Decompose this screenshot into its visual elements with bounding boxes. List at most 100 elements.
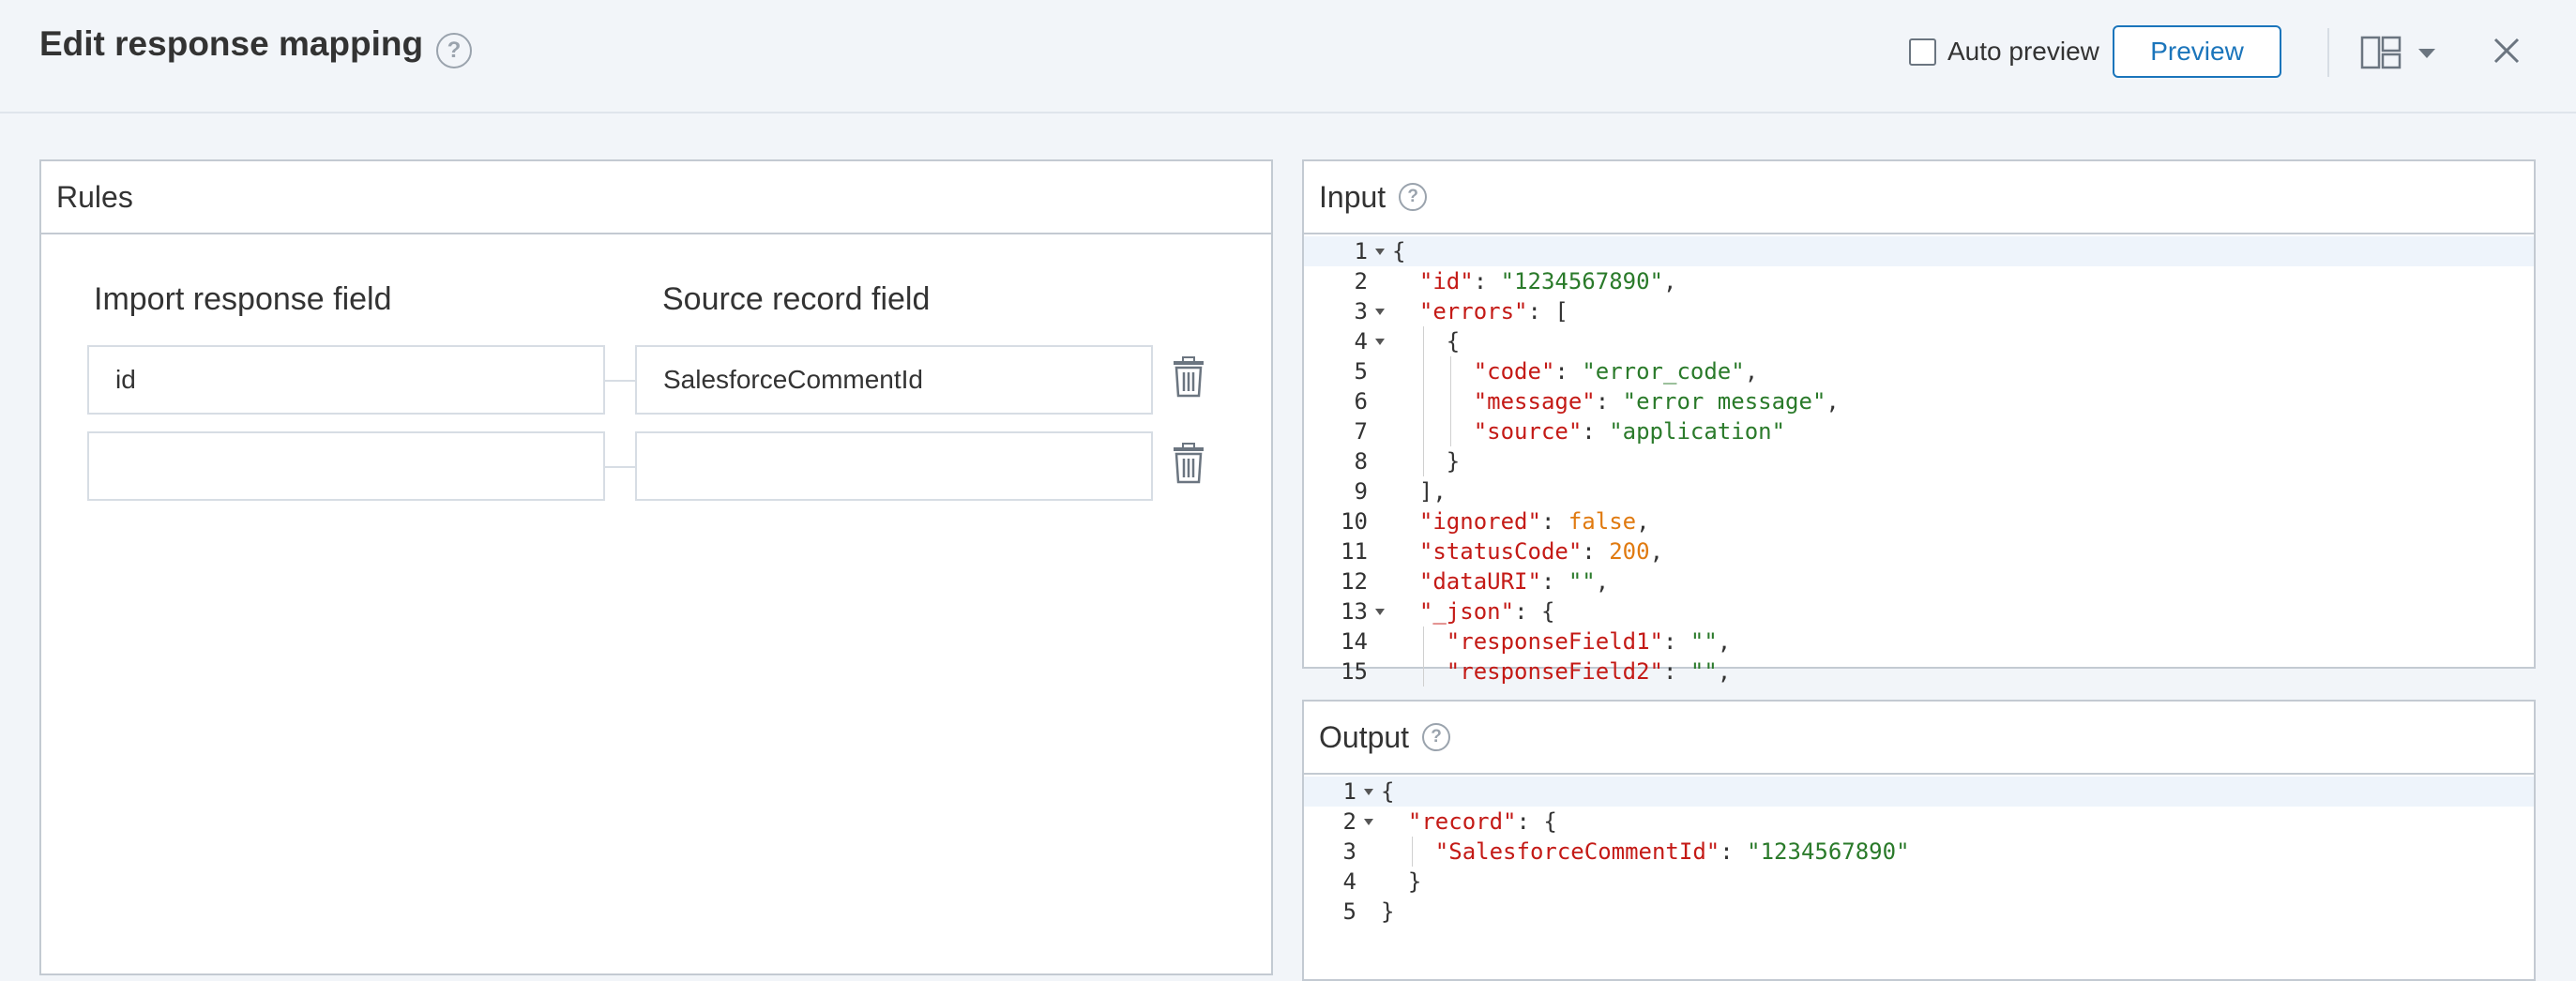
code-line: 9 ], (1304, 476, 2534, 506)
code-text: "record": { (1407, 808, 1557, 835)
preview-button[interactable]: Preview (2113, 25, 2281, 78)
rules-panel-header: Rules (41, 161, 1271, 234)
indent-guide (1422, 416, 1424, 446)
page-title: Edit response mapping (39, 24, 424, 63)
question-circle-icon[interactable]: ? (436, 33, 472, 68)
fold-arrow-icon[interactable] (1375, 339, 1385, 345)
delete-rule-button[interactable] (1172, 443, 1205, 484)
indent-guide (1449, 386, 1451, 416)
line-number: 6 (1354, 388, 1368, 415)
question-circle-icon[interactable]: ? (1422, 723, 1451, 751)
line-number: 15 (1341, 658, 1368, 685)
code-text: } (1381, 898, 1395, 925)
output-code-editor[interactable]: 1 {2 "record": {3 "SalesforceCommentId": … (1304, 777, 2534, 979)
code-text: { (1392, 328, 1461, 355)
layout-selector-button[interactable] (2360, 34, 2445, 71)
input-title: Input (1319, 179, 1386, 214)
code-text: "SalesforceCommentId": "1234567890" (1434, 838, 1910, 865)
code-text: } (1392, 448, 1461, 475)
code-text: "statusCode": 200, (1418, 538, 1664, 565)
indent-guide (1449, 356, 1451, 386)
header-divider (2327, 28, 2329, 77)
line-number: 9 (1354, 478, 1368, 505)
code-text: "id": "1234567890", (1418, 268, 1677, 294)
code-text: "responseField2": "", (1446, 658, 1732, 685)
output-panel: Output ? 1{2 "record": {3 "SalesforceCom… (1302, 700, 2536, 981)
code-line: 14 "responseField1": "", (1304, 626, 2534, 657)
code-text: { (1392, 238, 1406, 264)
code-line: 15 "responseField2": "", (1304, 657, 2534, 687)
line-number: 5 (1354, 358, 1368, 385)
chevron-down-icon (2418, 49, 2435, 58)
line-number: 2 (1354, 268, 1368, 294)
fold-arrow-icon[interactable] (1375, 249, 1385, 255)
code-line: 10 "ignored": false, (1304, 506, 2534, 536)
indent-guide (1411, 837, 1413, 867)
trash-icon (1174, 443, 1204, 484)
code-line: 6 "message": "error message", (1304, 386, 2534, 416)
fold-arrow-icon[interactable] (1364, 789, 1373, 795)
fold-arrow-icon[interactable] (1364, 819, 1373, 825)
line-number: 3 (1354, 298, 1368, 324)
line-number: 13 (1341, 598, 1368, 625)
rules-panel: Rules Import response field Source recor… (39, 159, 1273, 975)
line-number: 12 (1341, 568, 1368, 595)
code-text: "ignored": false, (1418, 508, 1650, 535)
line-number: 1 (1354, 238, 1368, 264)
dialog-header: Edit response mapping ? Auto preview Pre… (0, 0, 2576, 113)
code-text: "code": "error_code", (1473, 358, 1759, 385)
import-field-input[interactable] (87, 431, 605, 501)
code-line: 5 "code": "error_code", (1304, 356, 2534, 386)
fold-arrow-icon[interactable] (1375, 609, 1385, 615)
close-icon (2493, 38, 2520, 64)
indent-guide (1422, 356, 1424, 386)
line-number: 4 (1342, 868, 1356, 895)
indent-guide (1422, 326, 1424, 356)
code-line: 4 { (1304, 326, 2534, 356)
rules-title: Rules (56, 179, 133, 214)
code-line: 2 "record": { (1304, 807, 2534, 837)
auto-preview-checkbox[interactable] (1909, 38, 1936, 66)
code-text: "responseField1": "", (1446, 628, 1732, 655)
delete-rule-button[interactable] (1172, 356, 1205, 398)
code-text: { (1381, 778, 1395, 805)
mapping-connector (605, 380, 637, 382)
fold-arrow-icon[interactable] (1375, 309, 1385, 315)
auto-preview-toggle[interactable]: Auto preview (1909, 34, 2099, 69)
input-code-editor[interactable]: 1{2 "id": "1234567890",3 "errors": [4 {5… (1304, 236, 2534, 687)
code-line: 5} (1304, 897, 2534, 927)
auto-preview-label: Auto preview (1947, 37, 2099, 66)
code-line: 3 "SalesforceCommentId": "1234567890" (1304, 837, 2534, 867)
code-line: 8 } (1304, 446, 2534, 476)
line-number: 1 (1342, 778, 1356, 805)
line-number: 11 (1341, 538, 1368, 565)
code-text: "errors": [ (1418, 298, 1568, 324)
indent-guide (1422, 386, 1424, 416)
code-text: "source": "application" (1473, 418, 1786, 445)
mapping-connector (605, 466, 637, 468)
code-line: 13 "_json": { (1304, 596, 2534, 626)
code-text: } (1381, 868, 1422, 895)
source-record-field-heading: Source record field (662, 281, 931, 317)
code-line: 4 } (1304, 867, 2534, 897)
input-panel-header: Input ? (1304, 161, 2534, 234)
line-number: 8 (1354, 448, 1368, 475)
close-button[interactable] (2488, 32, 2525, 69)
source-field-input[interactable] (635, 431, 1153, 501)
code-text: "_json": { (1418, 598, 1555, 625)
indent-guide (1449, 416, 1451, 446)
line-number: 7 (1354, 418, 1368, 445)
line-number: 14 (1341, 628, 1368, 655)
line-number: 4 (1354, 328, 1368, 355)
indent-guide (1422, 657, 1424, 687)
line-number: 10 (1341, 508, 1368, 535)
import-field-input[interactable]: id (87, 345, 605, 415)
indent-guide (1422, 626, 1424, 657)
code-text: "dataURI": "", (1418, 568, 1610, 595)
source-field-input[interactable]: SalesforceCommentId (635, 345, 1153, 415)
line-number-gutter (1304, 236, 1392, 667)
code-line: 12 "dataURI": "", (1304, 566, 2534, 596)
code-line: 11 "statusCode": 200, (1304, 536, 2534, 566)
code-text: ], (1392, 478, 1447, 505)
question-circle-icon[interactable]: ? (1399, 183, 1428, 211)
